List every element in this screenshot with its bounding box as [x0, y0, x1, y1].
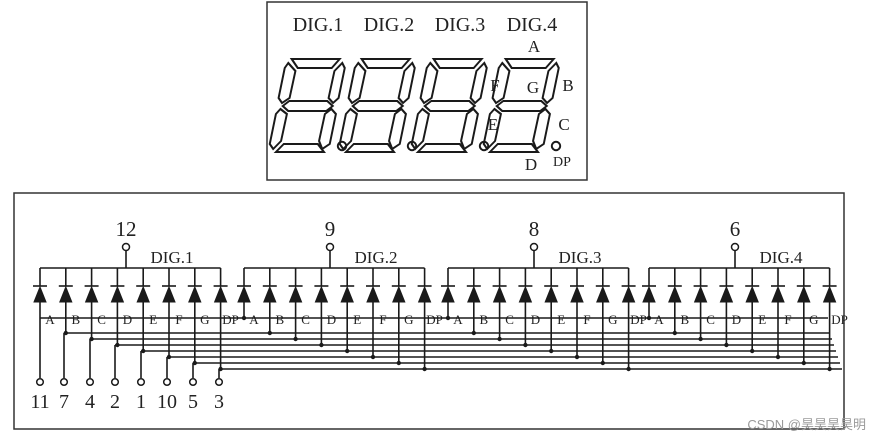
segment-pin-number: 7 — [59, 391, 69, 413]
segment-letter: F — [583, 312, 590, 327]
common-pin-terminal — [529, 242, 539, 252]
digit-group-label: DIG.3 — [559, 248, 602, 267]
segment-letter: D — [732, 312, 741, 327]
segment-letter: D — [327, 312, 336, 327]
segment-letter: E — [557, 312, 565, 327]
segment-pin-number: 1 — [136, 391, 146, 413]
segment-letter: B — [275, 312, 284, 327]
display-labels: DIG.1 DIG.2 DIG.3 DIG.4A B C D E F G DP — [293, 14, 574, 174]
digit-label: DIG.3 — [435, 14, 486, 36]
segment-label: A — [528, 37, 541, 56]
segment-pin-terminal — [59, 377, 69, 387]
segment-letter: B — [479, 312, 488, 327]
segment-letter: A — [453, 312, 463, 327]
common-pin-number: 6 — [730, 217, 741, 241]
segment-label: E — [488, 115, 498, 134]
segment-letter: F — [175, 312, 182, 327]
segment-pin-number: 2 — [110, 391, 120, 413]
segment-letter: C — [706, 312, 715, 327]
segment-letter: E — [353, 312, 361, 327]
segment-pin-number: 10 — [157, 391, 177, 413]
segment-label: B — [562, 76, 573, 95]
segment-letter: C — [505, 312, 514, 327]
digit-group-label: DIG.2 — [355, 248, 398, 267]
segment-pin-terminal — [110, 377, 120, 387]
digit-label: DIG.2 — [364, 14, 415, 36]
segment-letter: A — [45, 312, 55, 327]
segment-pin-number: 5 — [188, 391, 198, 413]
watermark: CSDN @昊昊昊昊明 — [747, 417, 866, 432]
common-pin-terminal — [325, 242, 335, 252]
segment-letter: G — [404, 312, 413, 327]
segment-letter: G — [809, 312, 818, 327]
segment-pin-terminal — [85, 377, 95, 387]
segment-letter: F — [379, 312, 386, 327]
segment-letter: A — [249, 312, 259, 327]
segment-pin-number: 3 — [214, 391, 224, 413]
segment-letter: B — [71, 312, 80, 327]
segment-label: D — [525, 155, 537, 174]
digit-label: DIG.4 — [507, 14, 558, 36]
common-pin-terminal — [730, 242, 740, 252]
digit-label: DIG.1 — [293, 14, 344, 36]
segment-letter: DP — [426, 312, 443, 327]
segment-label: DP — [553, 155, 571, 170]
segment-letter: A — [654, 312, 664, 327]
segment-letter: DP — [630, 312, 647, 327]
segment-letter: C — [97, 312, 106, 327]
segment-letter: E — [758, 312, 766, 327]
segment-letter: B — [680, 312, 689, 327]
segment-letter: C — [301, 312, 310, 327]
common-pin-number: 9 — [325, 217, 336, 241]
segment-letter: DP — [831, 312, 848, 327]
segment-letter: G — [200, 312, 209, 327]
segment-label: G — [527, 78, 539, 97]
segment-pin-number: 4 — [85, 391, 95, 413]
display-frame — [266, 1, 588, 181]
decimal-point — [550, 140, 562, 152]
segment-letter: D — [123, 312, 132, 327]
display-digits — [267, 57, 562, 154]
segment-pin-terminal — [35, 377, 45, 387]
segment-pin-terminal — [136, 377, 146, 387]
segment-label: F — [490, 76, 499, 95]
digit-group-label: DIG.1 — [151, 248, 194, 267]
segment-letter: G — [608, 312, 617, 327]
segment-pin-terminal — [162, 377, 172, 387]
common-pin-number: 8 — [529, 217, 540, 241]
segment-letter: DP — [222, 312, 239, 327]
schematic-frame — [13, 192, 845, 430]
segment-letter: F — [784, 312, 791, 327]
segment-pin-terminal — [188, 377, 198, 387]
segment-pin-terminal — [214, 377, 224, 387]
segment-letter: E — [149, 312, 157, 327]
common-pin-number: 12 — [116, 217, 137, 241]
segment-label: C — [558, 115, 569, 134]
segment-letter: D — [531, 312, 540, 327]
segment-buses — [40, 317, 842, 370]
digit-group-label: DIG.4 — [760, 248, 803, 267]
common-pin-terminal — [121, 242, 131, 252]
segment-pin-number: 11 — [30, 391, 49, 413]
